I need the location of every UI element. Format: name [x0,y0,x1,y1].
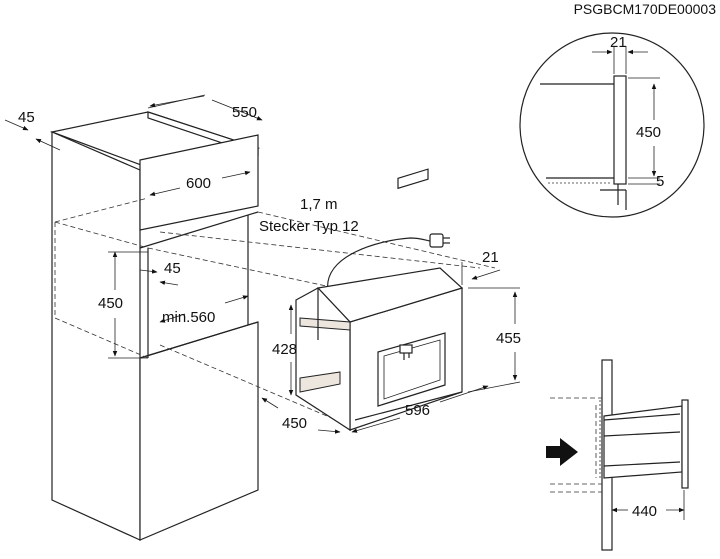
cable-length: 1,7 m [300,196,338,213]
detail-outline [519,32,705,218]
detail-frame [613,75,627,185]
dim-depth-top: 45 [18,109,35,126]
detail-circle: 21 450 5 [519,32,705,218]
diagram-code: PSGBCM170DE00003 [574,1,717,17]
detail-height-dim: 450 [636,124,661,141]
dim-height: 455 [496,330,521,347]
appliance-dimensions: 21 455 428 450 596 [261,249,521,434]
cabinet-dimensions: 45 550 600 450 45 min.560 [4,94,263,359]
dim-niche-height: 450 [98,295,123,312]
dim-niche-inset: 45 [164,260,181,277]
detail-frame-dim: 21 [610,34,627,51]
coffee-machine [295,168,464,432]
dim-depth: 450 [282,415,307,432]
plug-icon [429,233,444,248]
cabinet [49,111,496,541]
cable-line [327,237,431,293]
detail-gap-dim: 5 [656,173,664,190]
dim-frame-depth: 21 [482,249,499,266]
dim-front-width: 600 [186,175,211,192]
side-view: 440 [546,359,689,551]
cable-plug: Stecker Typ 12 [259,218,359,235]
dim-min-depth: min.560 [162,309,215,326]
insert-arrow-icon [546,438,578,466]
dim-width-top: 550 [232,104,257,121]
side-front-frame [681,399,689,489]
side-depth-dim: 440 [632,503,657,520]
dim-width: 596 [405,402,430,419]
power-cable: 1,7 m Stecker Typ 12 [259,196,450,293]
dim-body-height: 428 [272,341,297,358]
appliance-front-recess [377,332,446,407]
